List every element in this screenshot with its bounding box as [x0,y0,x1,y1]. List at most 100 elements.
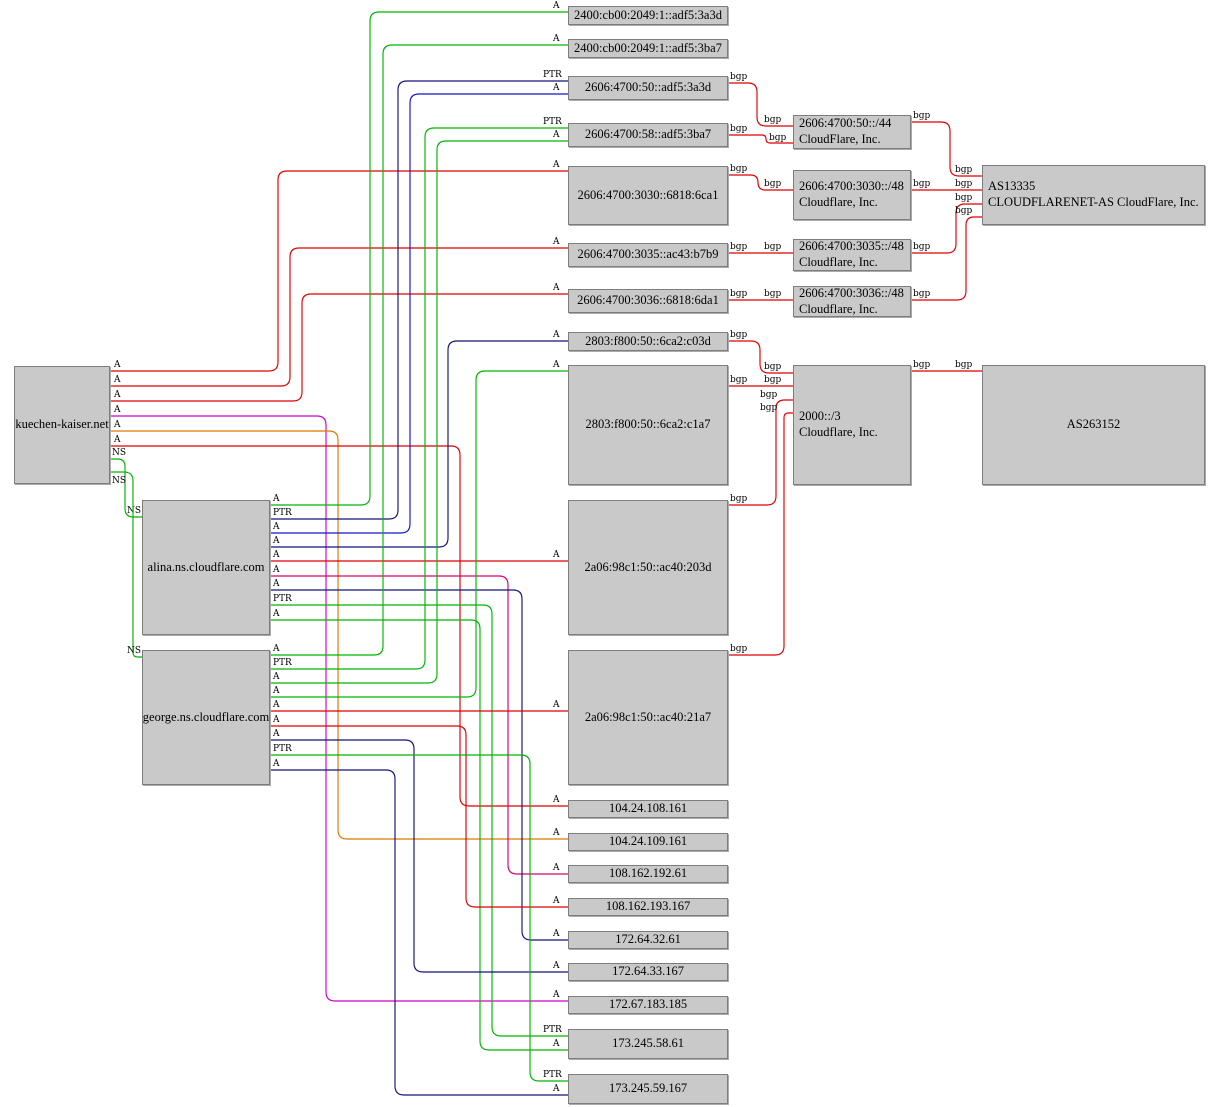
node-label: 2606:4700:58::adf5:3ba7 [585,127,711,143]
edge-A-kuechen-kaiser-net--ip-104-24-109-161 [110,430,568,840]
edge-label-bgp: bgp [955,206,973,216]
node-label-line: 172.67.183.185 [608,997,688,1012]
edge-label-A: A [113,360,121,370]
edge-bgp-prefix-2606-4700-3036-48--as13335 [911,216,982,301]
node-label-line: 172.64.32.61 [615,932,681,947]
node-label-line: AS263152 [1066,417,1121,432]
node-george-ns: george.ns.cloudflare.com [142,650,270,785]
edge-label-A: A [113,375,121,385]
edge-label-A: A [272,565,280,575]
node-label: 173.245.59.167 [609,1081,687,1097]
node-ip-172-67-183-185: 172.67.183.185 [568,996,728,1014]
edge-A-alina-ns--ip-2803-c03d [270,340,568,548]
edge-label-A: A [272,686,280,696]
edge-label-A: A [272,672,280,682]
node-label: 2606:4700:3035::ac43:b7b9 [578,247,719,263]
node-label-line: 2606:4700:50::/44 [799,116,892,131]
edge-label-A: A [113,390,121,400]
node-label: george.ns.cloudflare.com [143,710,269,726]
node-ip-172-64-33-167: 172.64.33.167 [568,963,728,981]
edge-label-A: A [272,522,280,532]
node-label-line: 108.162.193.167 [605,899,691,914]
node-label: 2a06:98c1:50::ac40:21a7 [585,710,711,726]
node-ip-2606-3035: 2606:4700:3035::ac43:b7b9 [568,243,728,267]
node-label-line: 108.162.192.61 [608,866,688,881]
edge-bgp-ip-2606-3030--prefix-2606-4700-3030-48 [728,174,793,191]
node-label: 2606:4700:50::adf5:3a3d [585,80,711,96]
node-label: 172.67.183.185 [609,997,687,1013]
edge-label-A: A [113,420,121,430]
edge-label-A: A [272,644,280,654]
node-ip-2606-3030: 2606:4700:3030::6818:6ca1 [568,166,728,225]
edge-NS-kuechen-kaiser-net--george-ns [110,471,142,658]
edge-label-bgp: bgp [760,403,778,413]
node-ip-2606-3036: 2606:4700:3036::6818:6da1 [568,289,728,313]
edge-A-george-ns--ip-2803-c1a7 [270,370,568,698]
node-label: 2a06:98c1:50::ac40:203d [584,560,711,576]
edge-label-bgp: bgp [764,289,782,299]
edge-label-bgp: bgp [730,242,748,252]
edge-bgp-prefix-2606-4700-3035-48--as13335 [911,203,982,254]
edge-label-bgp: bgp [730,494,748,504]
edge-label-A: A [272,536,280,546]
node-label-line: 2606:4700:3035::ac43:b7b9 [577,247,719,262]
edge-label-A: A [552,160,560,170]
edge-label-A: A [113,435,121,445]
edge-label-A: A [552,360,560,370]
edge-bgp-ip-2606-58-3ba7--prefix-2606-4700-50-44 [728,134,793,144]
node-label-line: CLOUDFLARENET-AS CloudFlare, Inc. [988,195,1199,209]
edge-A-alina-ns--ip-108-162-192-61 [270,575,568,875]
edge-label-A: A [552,961,560,971]
node-label-line: 2606:4700:50::adf5:3a3d [584,80,712,95]
edge-label-A: A [552,34,560,44]
node-label-line: 173.245.58.61 [612,1036,684,1051]
node-label: 172.64.32.61 [615,932,681,948]
node-label: 2803:f800:50::6ca2:c1a7 [586,417,711,433]
edge-label-bgp: bgp [955,193,973,203]
edge-label-PTR: PTR [273,658,292,668]
edge-A-george-ns--ip-173-245-59-167 [270,769,568,1096]
node-label: alina.ns.cloudflare.com [148,560,265,576]
edge-label-A: A [552,828,560,838]
edge-label-A: A [552,1039,560,1049]
edge-bgp-ip-2606-50-3a3d--prefix-2606-4700-50-44 [728,82,793,127]
node-ip-2a06-203d: 2a06:98c1:50::ac40:203d [568,500,728,635]
node-label-line: Cloudflare, Inc. [799,255,878,269]
node-label-line: Cloudflare, Inc. [799,195,878,209]
edge-label-A: A [552,130,560,140]
node-label-line: 2a06:98c1:50::ac40:21a7 [584,709,712,724]
edge-label-A: A [272,579,280,589]
node-label: 104.24.109.161 [609,834,687,850]
edge-label-A: A [272,609,280,619]
edge-A-kuechen-kaiser-net--ip-2606-3036 [110,293,568,402]
node-ip-2a06-21a7: 2a06:98c1:50::ac40:21a7 [568,650,728,785]
edge-label-NS: NS [112,476,126,486]
node-label-line: 2000::/3 [799,409,841,424]
edge-PTR-george-ns--ip-173-245-59-167 [270,754,568,1082]
node-label-line: 2606:4700:3035::/48 [799,239,904,254]
edge-bgp-ip-2803-c03d--prefix-2000-3 [728,340,793,374]
edge-A-alina-ns--ip-2400-3a3d [270,11,568,506]
edge-label-A: A [552,795,560,805]
edge-bgp-ip-2a06-203d--prefix-2000-3 [728,399,793,506]
node-label: 173.245.58.61 [612,1036,684,1052]
node-label: kuechen-kaiser.net [15,417,108,433]
edge-label-A: A [552,330,560,340]
node-label-line: 2400:cb00:2049:1::adf5:3ba7 [574,40,722,55]
node-label: 2606:4700:3030::6818:6ca1 [578,188,719,204]
edge-label-bgp: bgp [764,179,782,189]
edge-label-A: A [552,863,560,873]
node-label: 108.162.192.61 [609,866,687,882]
edge-label-PTR: PTR [273,744,292,754]
edge-label-bgp: bgp [913,179,931,189]
node-ip-104-24-109-161: 104.24.109.161 [568,833,728,851]
node-ip-108-162-192-61: 108.162.192.61 [568,865,728,883]
edge-label-bgp: bgp [730,644,748,654]
